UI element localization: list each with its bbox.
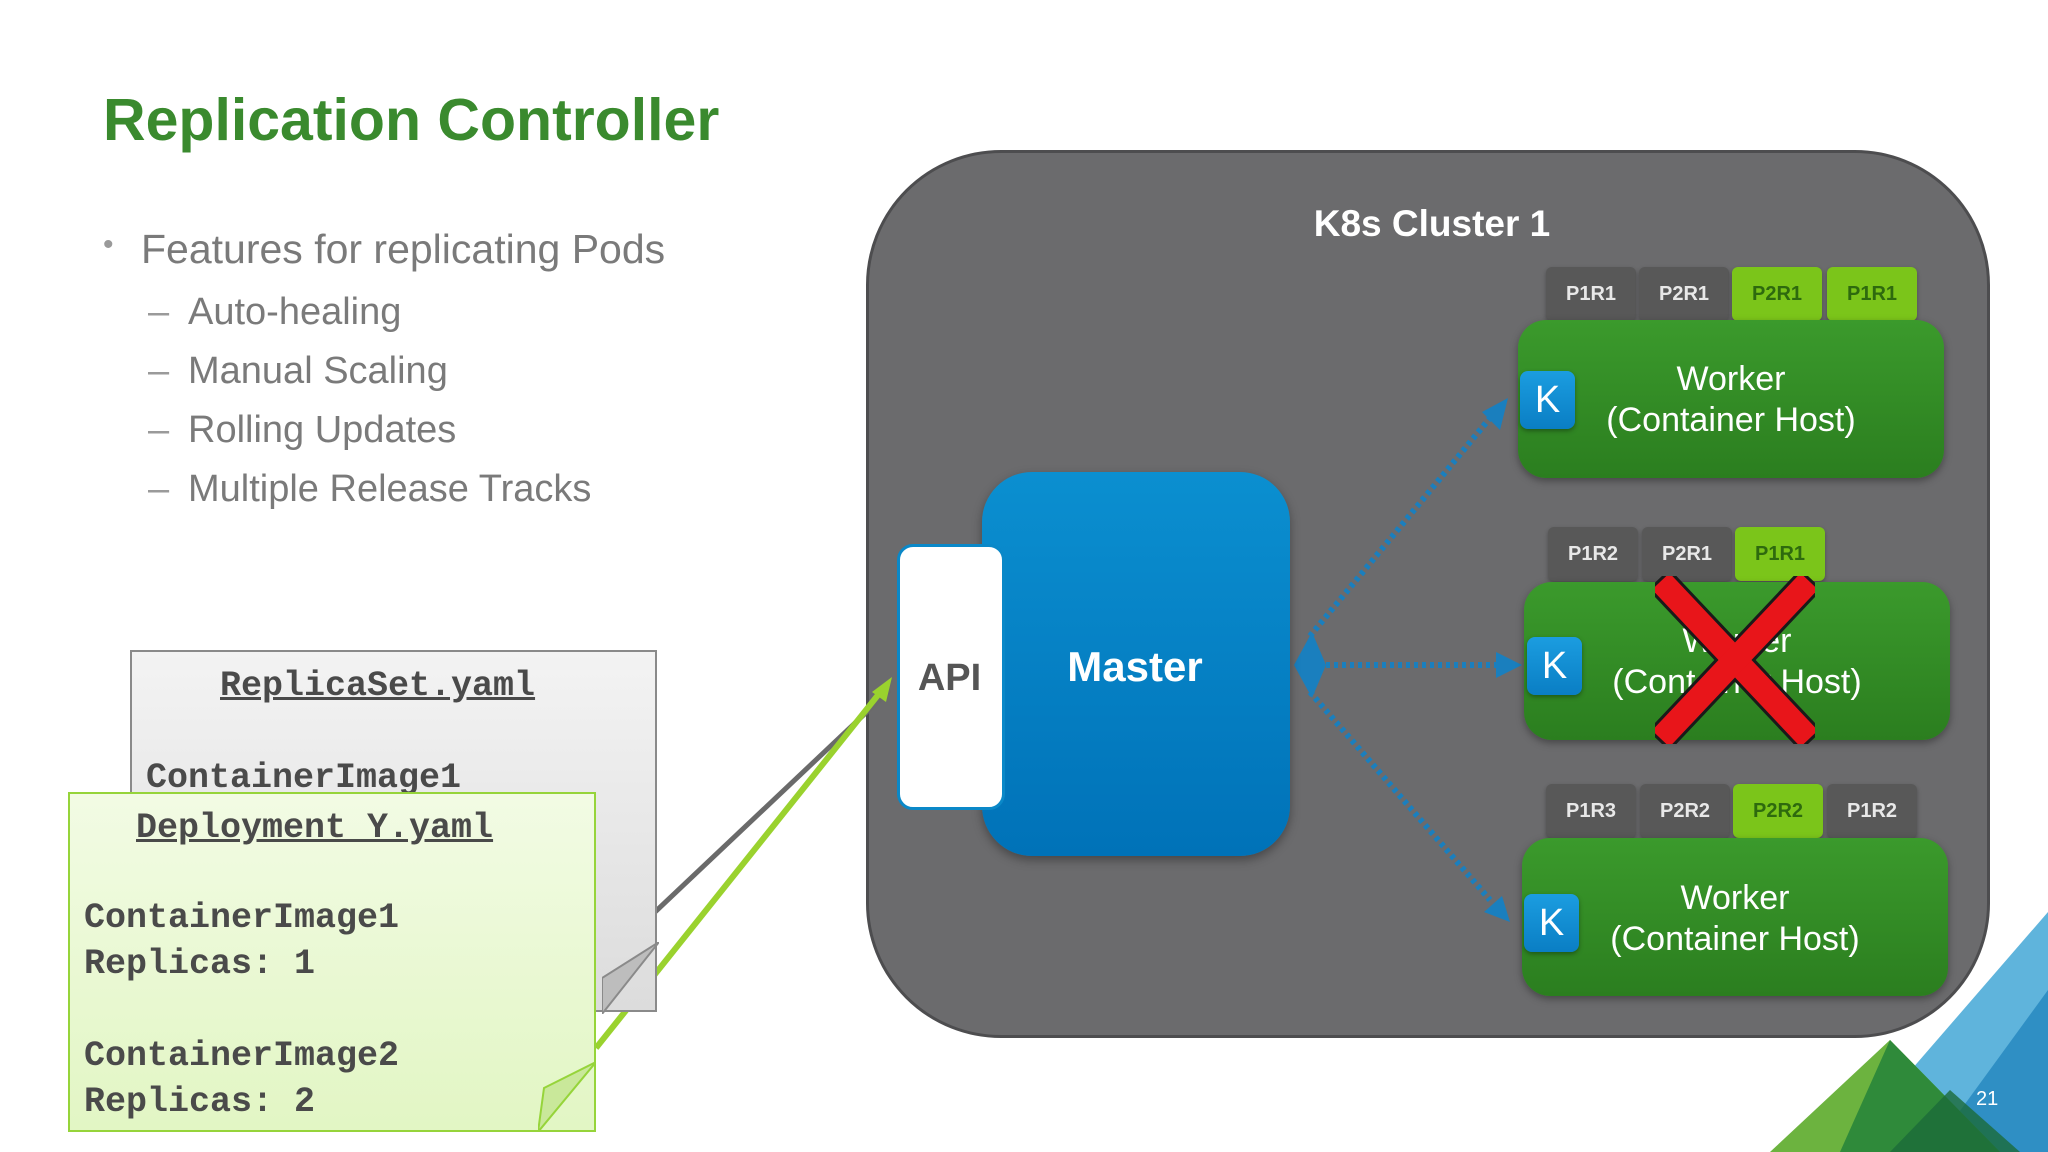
replicaset-title: ReplicaSet.yaml: [220, 666, 536, 706]
master-to-worker3-line: [1307, 690, 1493, 902]
bullet-sub-text: Manual Scaling: [188, 350, 448, 392]
pod-badge: P1R2: [1827, 784, 1917, 838]
deployment-title: Deployment_Y.yaml: [136, 808, 494, 848]
bullet-main-text: Features for replicating Pods: [141, 226, 666, 272]
worker-label: Worker (Container Host): [1518, 359, 1944, 441]
arrow-origin-icon: [1294, 632, 1326, 698]
page-fold-icon: [602, 942, 659, 1014]
pod-badge: P1R1: [1735, 527, 1825, 581]
pod-badge: P1R2: [1548, 527, 1638, 581]
bullet-sub-text: Rolling Updates: [188, 409, 457, 451]
arrowhead-icon: [1496, 652, 1522, 678]
dash-icon: –: [148, 350, 170, 392]
dash-icon: –: [148, 409, 170, 451]
pod-badge: P1R1: [1827, 267, 1917, 321]
deployment-arrowhead-icon: [872, 677, 892, 702]
worker-label-line2: (Container Host): [1610, 920, 1860, 958]
pod-badge: P2R1: [1642, 527, 1732, 581]
bullet-sub-text: Auto-healing: [188, 291, 402, 333]
dash-icon: –: [148, 468, 170, 510]
failure-x-icon: [1655, 576, 1815, 744]
pod-badge: P1R3: [1546, 784, 1636, 838]
corner-decoration: [1770, 912, 2048, 1152]
page-fold-icon: [538, 1062, 596, 1132]
arrowhead-icon: [1482, 398, 1508, 430]
pod-badge: P2R1: [1732, 267, 1822, 321]
master-node: [982, 472, 1290, 856]
worker-box: [1522, 838, 1948, 996]
cluster-title: K8s Cluster 1: [1313, 203, 1551, 244]
bullet-sub-text: Multiple Release Tracks: [188, 468, 592, 510]
arrowhead-icon: [1484, 896, 1510, 922]
deployment-line: Replicas: 1: [84, 944, 316, 984]
pod-badge: P2R1: [1639, 267, 1729, 321]
deployment-line: Replicas: 2: [84, 1082, 316, 1122]
api-box: [897, 544, 1005, 810]
deployment-line: ContainerImage1: [84, 898, 400, 938]
deployment-document: Deployment_Y.yaml ContainerImage1 Replic…: [68, 792, 596, 1132]
worker-box: [1518, 320, 1944, 478]
api-label: API: [917, 657, 982, 699]
bullet-dot-icon: •: [103, 228, 114, 261]
master-label: Master: [1067, 643, 1203, 690]
page-number: 21: [1976, 1088, 1999, 1110]
kubelet-badge: K: [1527, 637, 1582, 695]
kubelet-badge: K: [1520, 371, 1575, 429]
replicaset-line: ContainerImage1: [146, 758, 462, 798]
page-title: Replication Controller: [103, 87, 720, 153]
master-to-worker1-line: [1307, 416, 1493, 638]
kubelet-badge: K: [1524, 894, 1579, 952]
worker-label: Worker (Container Host): [1522, 878, 1948, 960]
dash-icon: –: [148, 291, 170, 333]
worker-label-line1: Worker: [1680, 879, 1790, 917]
deployment-line: ContainerImage2: [84, 1036, 400, 1076]
pod-badge: P2R2: [1733, 784, 1823, 838]
worker-label-line1: Worker: [1676, 360, 1786, 398]
pod-badge: P1R1: [1546, 267, 1636, 321]
pod-badge: P2R2: [1640, 784, 1730, 838]
worker-label-line2: (Container Host): [1606, 401, 1856, 439]
